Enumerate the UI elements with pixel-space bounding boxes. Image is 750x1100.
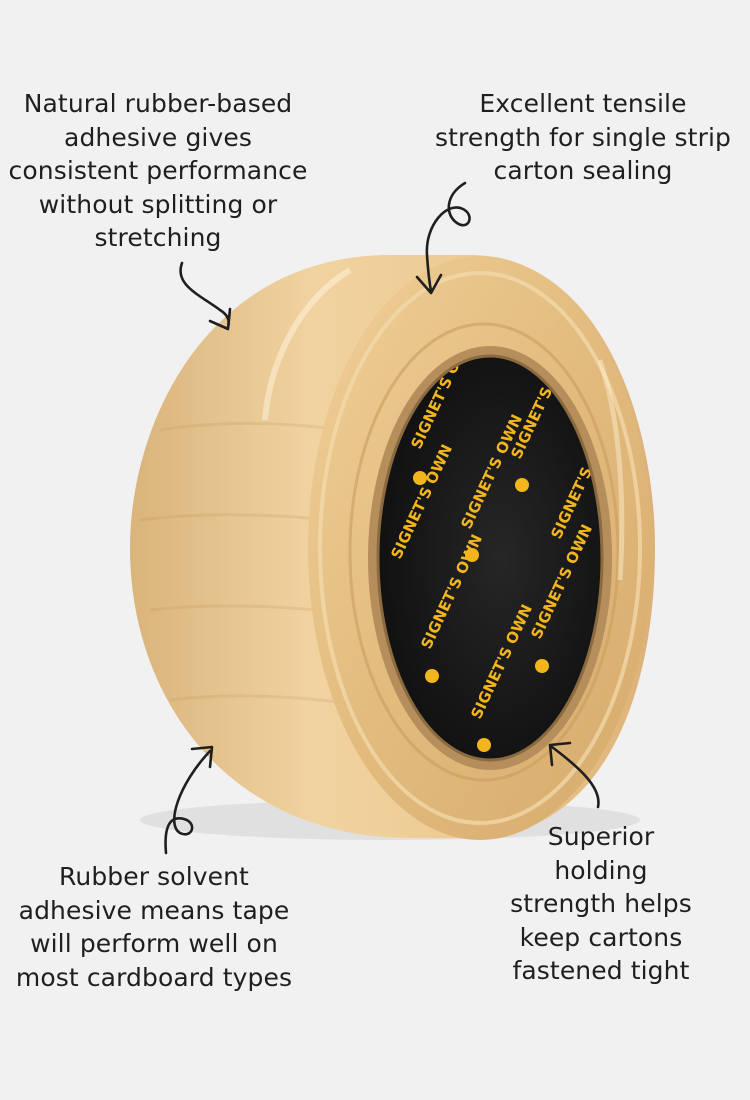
callout-rubber-adhesive: Natural rubber-based adhesive gives cons… [8,89,308,252]
curly-arrow-icon [164,745,214,855]
callout-holding-strength: Superior holding strength helps keep car… [510,822,692,985]
curly-arrow-icon [415,181,471,295]
callout-tensile-strength: Excellent tensile strength for single st… [435,89,731,185]
callout-cardboard-types: Rubber solvent adhesive means tape will … [15,862,293,992]
curly-arrow-icon [548,741,600,809]
curly-arrow-icon [179,261,232,331]
